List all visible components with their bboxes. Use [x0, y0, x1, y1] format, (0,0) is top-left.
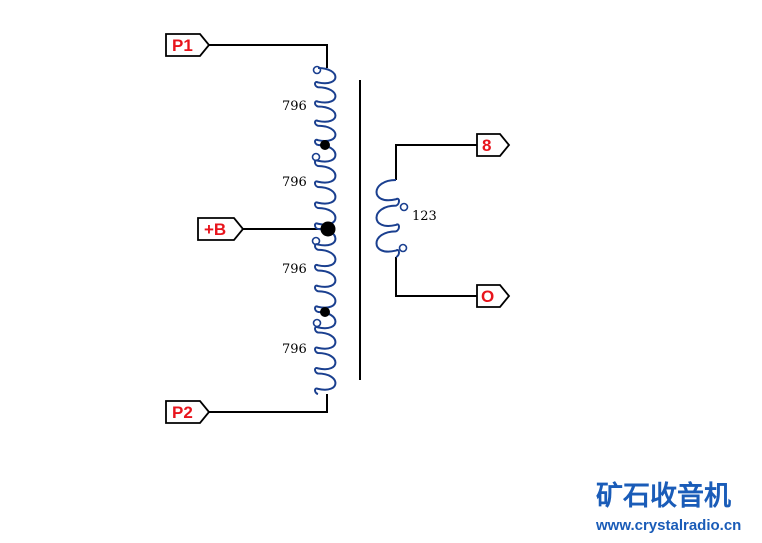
terminal-tag-shape — [165, 400, 211, 424]
wire-out-8 — [395, 144, 477, 180]
primary-coil-section-3 — [314, 228, 337, 313]
watermark-name: 矿石收音机 — [596, 480, 731, 512]
phase-dot — [311, 236, 321, 246]
terminal-b-plus: +B — [197, 217, 245, 241]
primary-coil-section-4 — [314, 311, 337, 395]
secondary-coil-turns — [375, 179, 400, 258]
junctions — [320, 140, 336, 317]
tap-junction — [320, 140, 330, 150]
watermark-url: www.crystalradio.cn — [595, 517, 741, 534]
primary-coil-section-3-turns — [314, 228, 337, 313]
watermark: 矿石收音机 www.crystalradio.cn — [595, 480, 741, 534]
wires — [208, 44, 477, 413]
winding-label-1: 796 — [282, 99, 307, 114]
secondary-coil — [375, 179, 400, 258]
winding-label-4: 796 — [282, 342, 307, 357]
terminal-label: P2 — [172, 403, 193, 422]
phase-dot — [312, 318, 322, 328]
terminal-tag-shape — [476, 133, 511, 157]
phase-dots — [311, 65, 409, 328]
secondary-winding-label: 123 — [412, 209, 437, 224]
primary-coil-section-2 — [314, 144, 337, 230]
terminal-tag-shape — [165, 33, 211, 57]
phase-dot — [311, 152, 321, 162]
primary-coil-section-1-turns — [314, 67, 337, 146]
terminal-p2: P2 — [165, 400, 211, 424]
winding-label-3: 796 — [282, 262, 307, 277]
phase-dot — [398, 243, 408, 253]
center-tap-junction — [320, 221, 336, 237]
phase-dot — [312, 65, 322, 75]
winding-label-2: 796 — [282, 175, 307, 190]
terminal-p1: P1 — [165, 33, 211, 57]
wire-p1 — [208, 44, 328, 68]
terminal-out-0: O — [476, 284, 511, 308]
wire-p2 — [208, 394, 328, 413]
terminal-label: O — [481, 287, 494, 306]
tap-junction — [320, 307, 330, 317]
primary-coil-section-1 — [314, 67, 337, 146]
terminal-tag-shape — [197, 217, 245, 241]
primary-coil-section-4-turns — [314, 311, 337, 395]
phase-dot — [399, 202, 409, 212]
terminal-label: 8 — [482, 136, 491, 155]
terminal-label: P1 — [172, 36, 193, 55]
terminal-tag-shape — [476, 284, 511, 308]
primary-coil-section-2-turns — [314, 144, 337, 230]
terminal-label: +B — [204, 220, 226, 239]
wire-out-0 — [395, 257, 477, 297]
terminal-out-8: 8 — [476, 133, 511, 157]
